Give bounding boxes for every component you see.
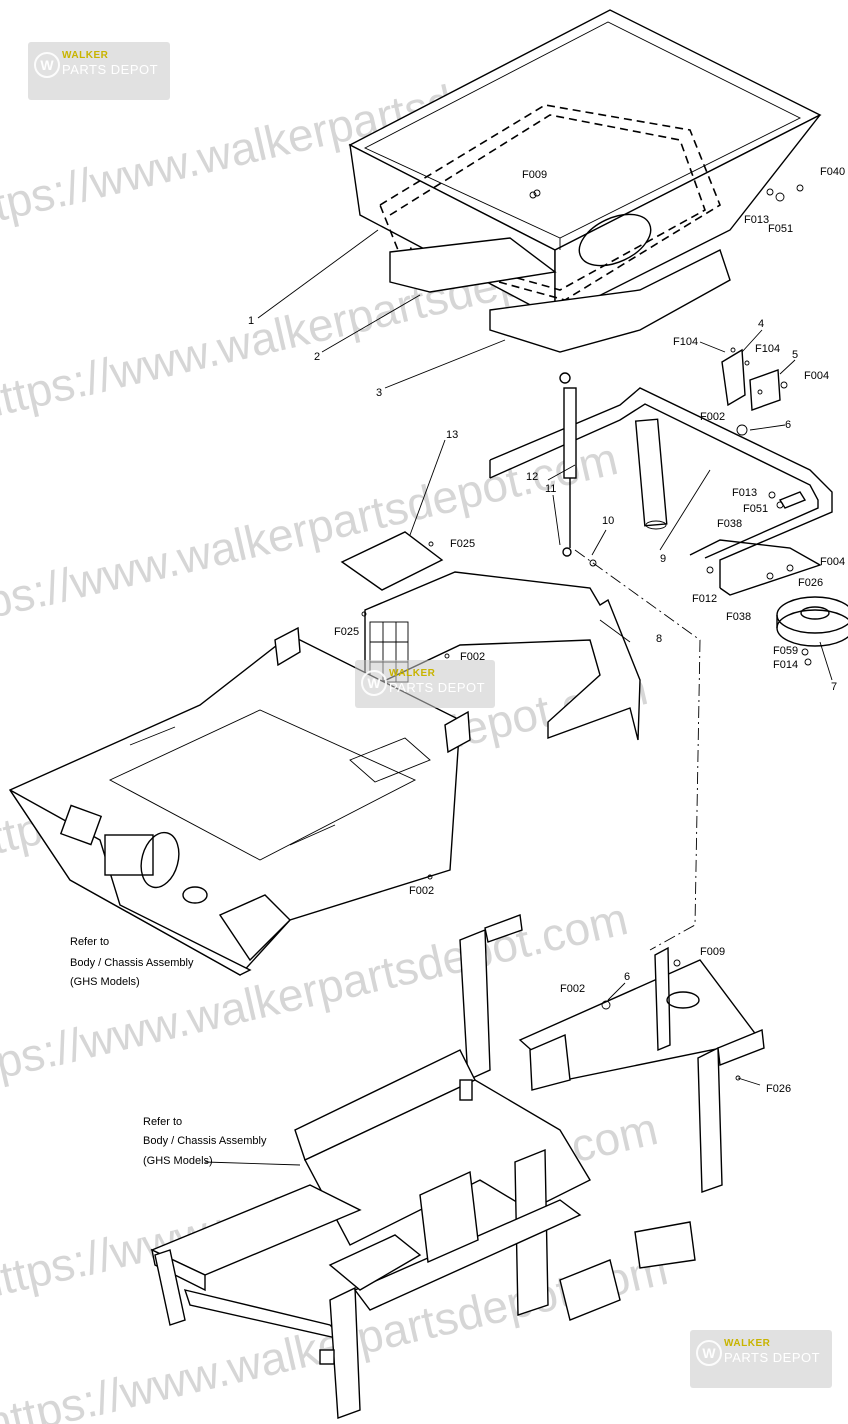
gas-strut-part-11 [559, 372, 577, 557]
brand-logo-badge: W WALKER PARTS DEPOT [28, 42, 170, 100]
bracket-part-4 [721, 348, 746, 407]
label-part-3: 3 [376, 387, 382, 399]
label-part-10: 10 [602, 515, 614, 527]
label-part-1: 1 [248, 315, 254, 327]
label-part-6: 6 [624, 971, 630, 983]
label-part-5: 5 [792, 349, 798, 361]
brand-name-top: WALKER [724, 1338, 771, 1349]
label-part-12: 12 [526, 471, 538, 483]
label-f104: F104 [673, 336, 698, 348]
brand-name-bottom: PARTS DEPOT [724, 1350, 821, 1365]
reference-line: Refer to [70, 936, 109, 948]
label-f038: F038 [726, 611, 751, 623]
reference-line: Refer to [143, 1116, 182, 1128]
brand-name-top: WALKER [62, 50, 109, 61]
hardware-markers [361, 184, 812, 1081]
body-chassis-reference-1: Refer to Body / Chassis Assembly (GHS Mo… [70, 936, 194, 988]
brand-name-top: WALKER [389, 668, 436, 679]
label-f014: F014 [773, 659, 798, 671]
label-part-7: 7 [831, 681, 837, 693]
label-part-11: 11 [545, 483, 556, 495]
label-f002: F002 [560, 983, 585, 995]
body-chassis-reference-2: Refer to Body / Chassis Assembly (GHS Mo… [143, 1116, 267, 1167]
brand-logo-icon: W [34, 52, 60, 78]
label-f009: F009 [522, 169, 547, 181]
label-f004: F004 [804, 370, 829, 382]
reference-line: (GHS Models) [70, 976, 140, 988]
label-f104: F104 [755, 343, 780, 355]
label-f040: F040 [820, 166, 845, 178]
label-f004: F004 [820, 556, 845, 568]
label-f002: F002 [700, 411, 725, 423]
label-part-6: 6 [785, 419, 791, 431]
label-part-4: 4 [758, 318, 764, 330]
label-f025: F025 [450, 538, 475, 550]
plate-part-2 [389, 237, 557, 293]
brand-logo-badge: W WALKER PARTS DEPOT [690, 1330, 832, 1388]
label-part-8: 8 [656, 633, 662, 645]
label-f038: F038 [717, 518, 742, 530]
brand-logo-badge: W WALKER PARTS DEPOT [355, 660, 495, 708]
reference-line: Body / Chassis Assembly [70, 957, 194, 969]
leader-lines [204, 329, 833, 1166]
label-f025: F025 [334, 626, 359, 638]
brand-name-bottom: PARTS DEPOT [389, 680, 486, 695]
label-part-13: 13 [446, 429, 458, 441]
cover-plate-part-13 [340, 531, 444, 591]
label-f059: F059 [773, 645, 798, 657]
reference-line: (GHS Models) [143, 1155, 213, 1167]
label-part-2: 2 [314, 351, 320, 363]
label-f012: F012 [692, 593, 717, 605]
plate-part-3 [489, 249, 731, 353]
label-f026: F026 [766, 1083, 791, 1095]
label-part-9: 9 [660, 553, 666, 565]
body-chassis-upper [8, 626, 471, 976]
brand-logo-icon: W [361, 670, 387, 696]
label-f009: F009 [700, 946, 725, 958]
brand-logo-icon: W [696, 1340, 722, 1366]
label-f002: F002 [409, 885, 434, 897]
label-f013: F013 [744, 214, 769, 226]
pulley-part-7 [776, 596, 848, 647]
label-f051: F051 [768, 223, 793, 235]
label-f026: F026 [798, 577, 823, 589]
lower-chassis [150, 914, 765, 1419]
plate-part-5 [749, 369, 781, 411]
label-f051: F051 [743, 503, 768, 515]
label-f013: F013 [732, 487, 757, 499]
reference-line: Body / Chassis Assembly [143, 1135, 267, 1147]
brand-name-bottom: PARTS DEPOT [62, 62, 159, 77]
